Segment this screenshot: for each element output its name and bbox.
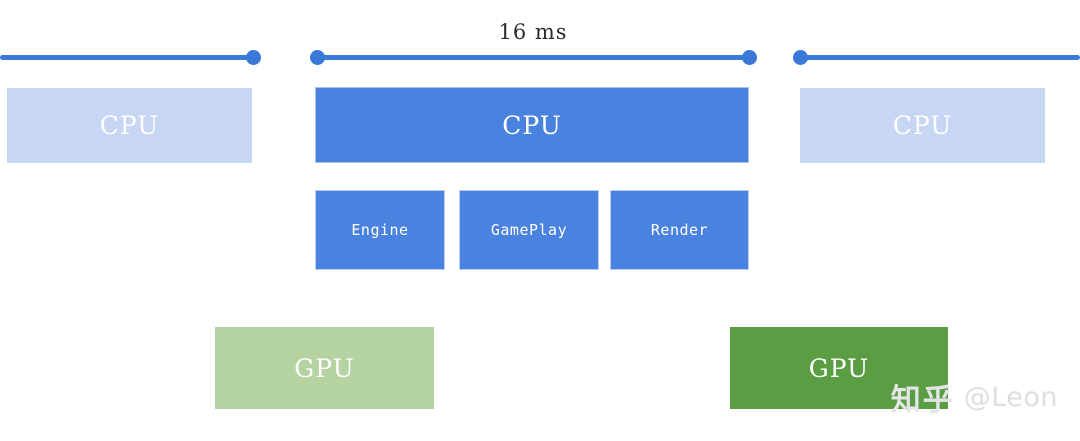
watermark-handle: @Leon [963, 381, 1058, 413]
timeline-marker-current-start [309, 49, 325, 65]
cpu-task-gameplay-box: GamePlay [459, 190, 599, 270]
cpu-task-engine-label: Engine [351, 221, 409, 239]
cpu-task-engine-box: Engine [315, 190, 445, 270]
gpu-current-label: GPU [808, 353, 870, 383]
cpu-next-box: CPU [800, 88, 1045, 163]
cpu-previous-label: CPU [99, 111, 160, 140]
zhihu-logo: 知乎 [890, 383, 955, 418]
timeline-marker-prev-end [245, 49, 261, 65]
timeline-marker-current-end [741, 49, 757, 65]
frame-duration-label: 16 ms [498, 20, 568, 44]
watermark: 知乎 @Leon [891, 375, 1058, 419]
timeline-segment-next-frame [800, 55, 1080, 60]
cpu-previous-box: CPU [7, 88, 252, 163]
cpu-current-label: CPU [502, 110, 562, 140]
timeline-segment-current-frame [317, 55, 749, 60]
cpu-next-label: CPU [892, 111, 953, 140]
gpu-current-box: GPU [730, 327, 948, 409]
timeline-marker-next-start [792, 49, 808, 65]
timeline-segment-previous-frame [0, 55, 253, 60]
cpu-task-render-box: Render [610, 190, 749, 270]
cpu-task-gameplay-label: GamePlay [490, 221, 568, 239]
cpu-task-render-label: Render [650, 221, 709, 239]
cpu-current-box: CPU [315, 87, 749, 163]
gpu-previous-label: GPU [294, 353, 355, 383]
gpu-previous-box: GPU [215, 327, 434, 409]
